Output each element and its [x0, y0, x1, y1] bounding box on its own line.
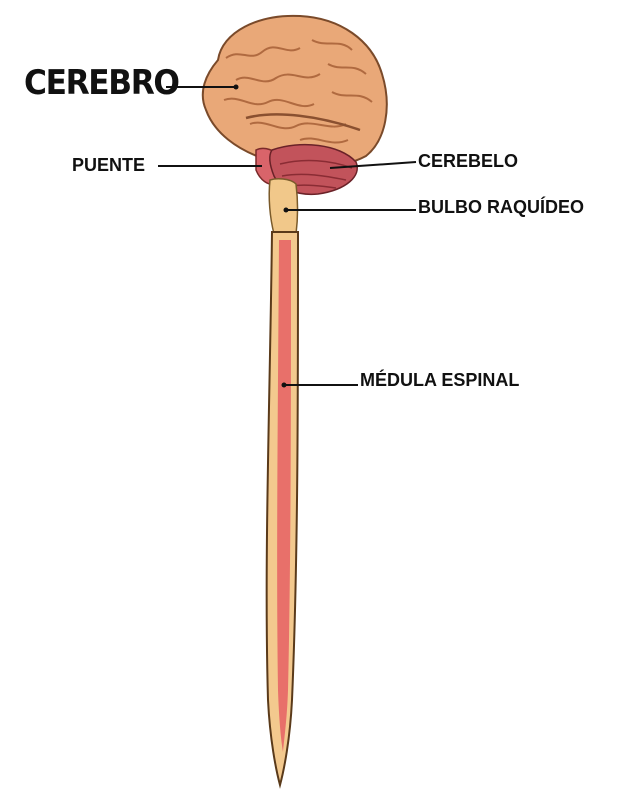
medulla-shape — [269, 179, 297, 234]
label-cerebelo: CEREBELO — [418, 152, 518, 170]
label-puente: PUENTE — [72, 156, 145, 174]
label-bulbo-raquideo: BULBO RAQUÍDEO — [418, 198, 584, 216]
label-cerebro: CEREBRO — [24, 66, 179, 100]
label-medula-espinal: MÉDULA ESPINAL — [360, 371, 519, 389]
